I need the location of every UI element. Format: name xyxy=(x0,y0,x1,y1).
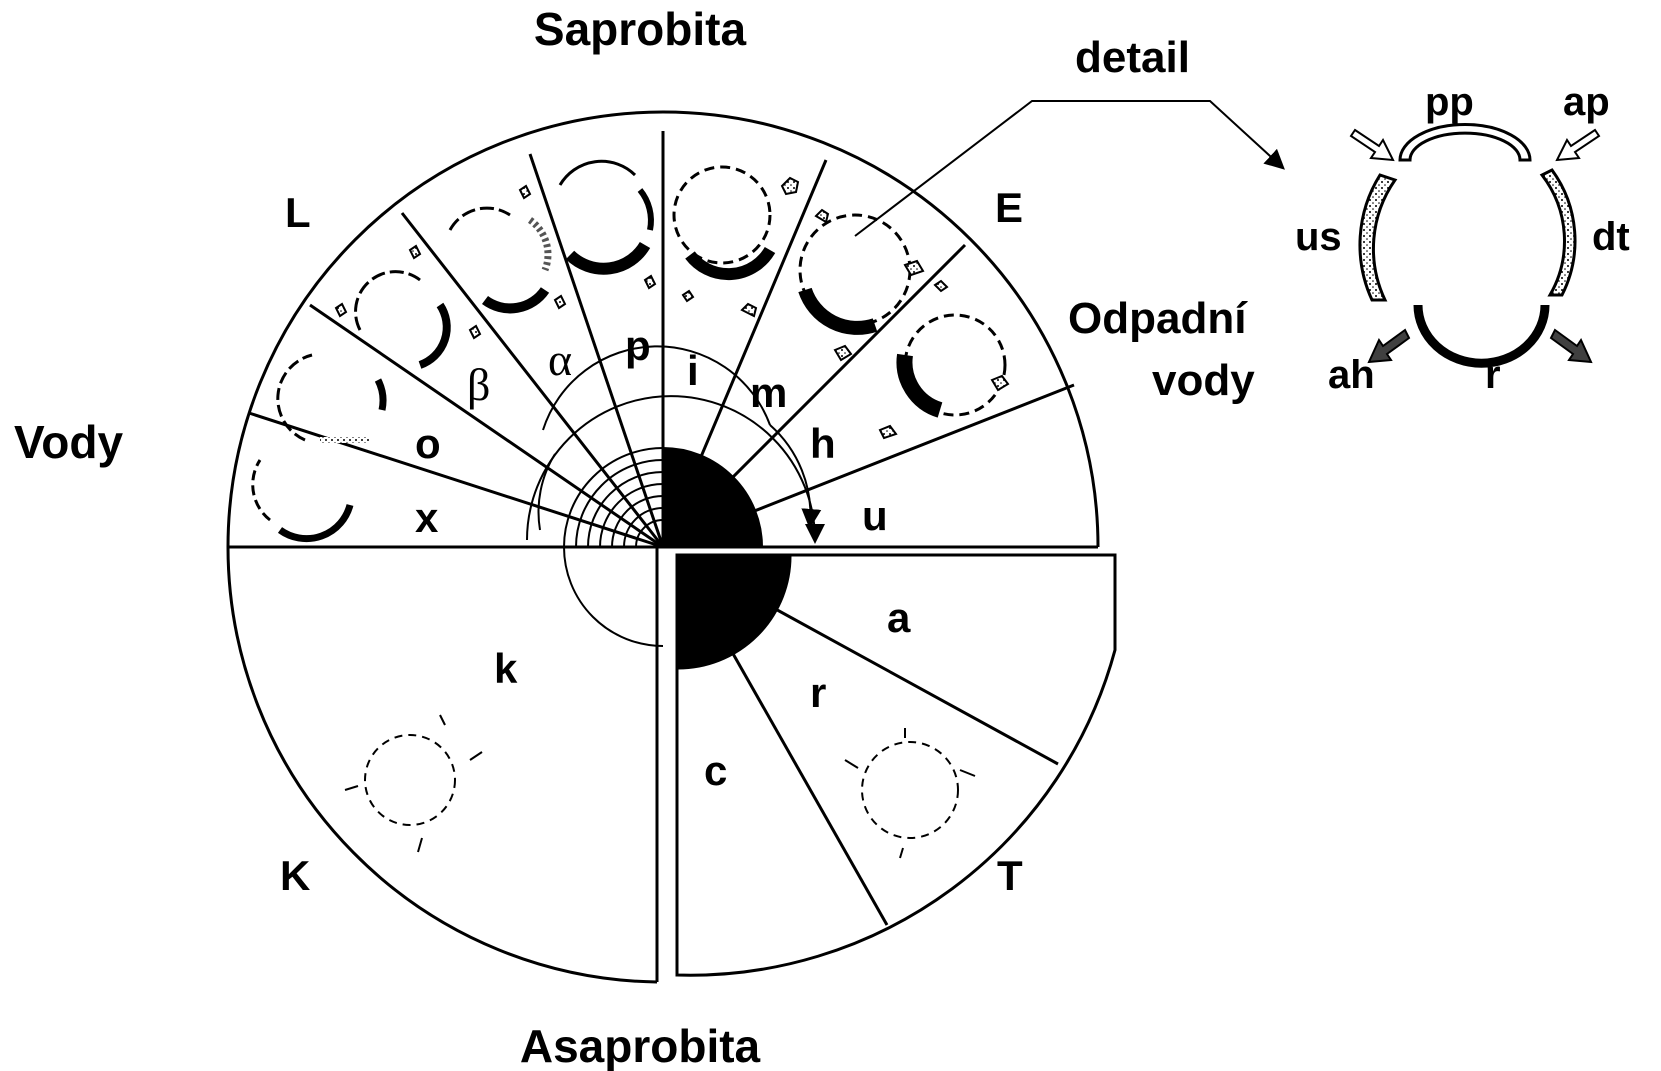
arrow-icon xyxy=(1557,130,1599,160)
sector-r: r xyxy=(810,669,826,716)
title-detail: detail xyxy=(1075,33,1190,82)
detail-ah: ah xyxy=(1328,353,1375,397)
sector-k: k xyxy=(494,645,518,692)
divider-o-beta xyxy=(310,305,663,547)
sector-o: o xyxy=(415,420,441,467)
group-T: T xyxy=(997,852,1023,899)
group-L: L xyxy=(285,189,311,236)
title-vody: Vody xyxy=(14,416,123,468)
arrow-icon xyxy=(1351,130,1599,362)
sector-m: m xyxy=(750,369,787,416)
detail-r: r xyxy=(1485,353,1501,397)
title-odpadni: Odpadní xyxy=(1068,294,1248,343)
particle-icons xyxy=(336,178,1008,438)
title-saprobita: Saprobita xyxy=(534,3,747,55)
sector-beta: β xyxy=(467,359,490,410)
sector-c: c xyxy=(704,747,727,794)
arrow-icon xyxy=(1351,130,1393,160)
detail-leader-arrow xyxy=(855,101,1282,236)
title-vody-waste: vody xyxy=(1152,356,1255,405)
sector-a: a xyxy=(887,594,911,641)
arrow-icon xyxy=(1369,330,1409,362)
group-K: K xyxy=(280,852,310,899)
sector-p: p xyxy=(625,322,651,369)
detail-us: us xyxy=(1295,215,1342,259)
lower-left-quarter xyxy=(228,547,657,982)
detail-pp: pp xyxy=(1425,80,1474,124)
detail-dt: dt xyxy=(1592,215,1630,259)
sector-x: x xyxy=(415,494,439,541)
detail-ap: ap xyxy=(1563,80,1610,124)
sector-u: u xyxy=(862,492,888,539)
sector-h: h xyxy=(810,420,836,467)
sector-alpha: α xyxy=(548,334,572,385)
group-E: E xyxy=(995,184,1023,231)
arrow-icon xyxy=(1551,330,1591,362)
divider-x-o xyxy=(249,413,663,547)
title-asaprobita: Asaprobita xyxy=(520,1020,761,1071)
sector-i: i xyxy=(687,347,699,394)
